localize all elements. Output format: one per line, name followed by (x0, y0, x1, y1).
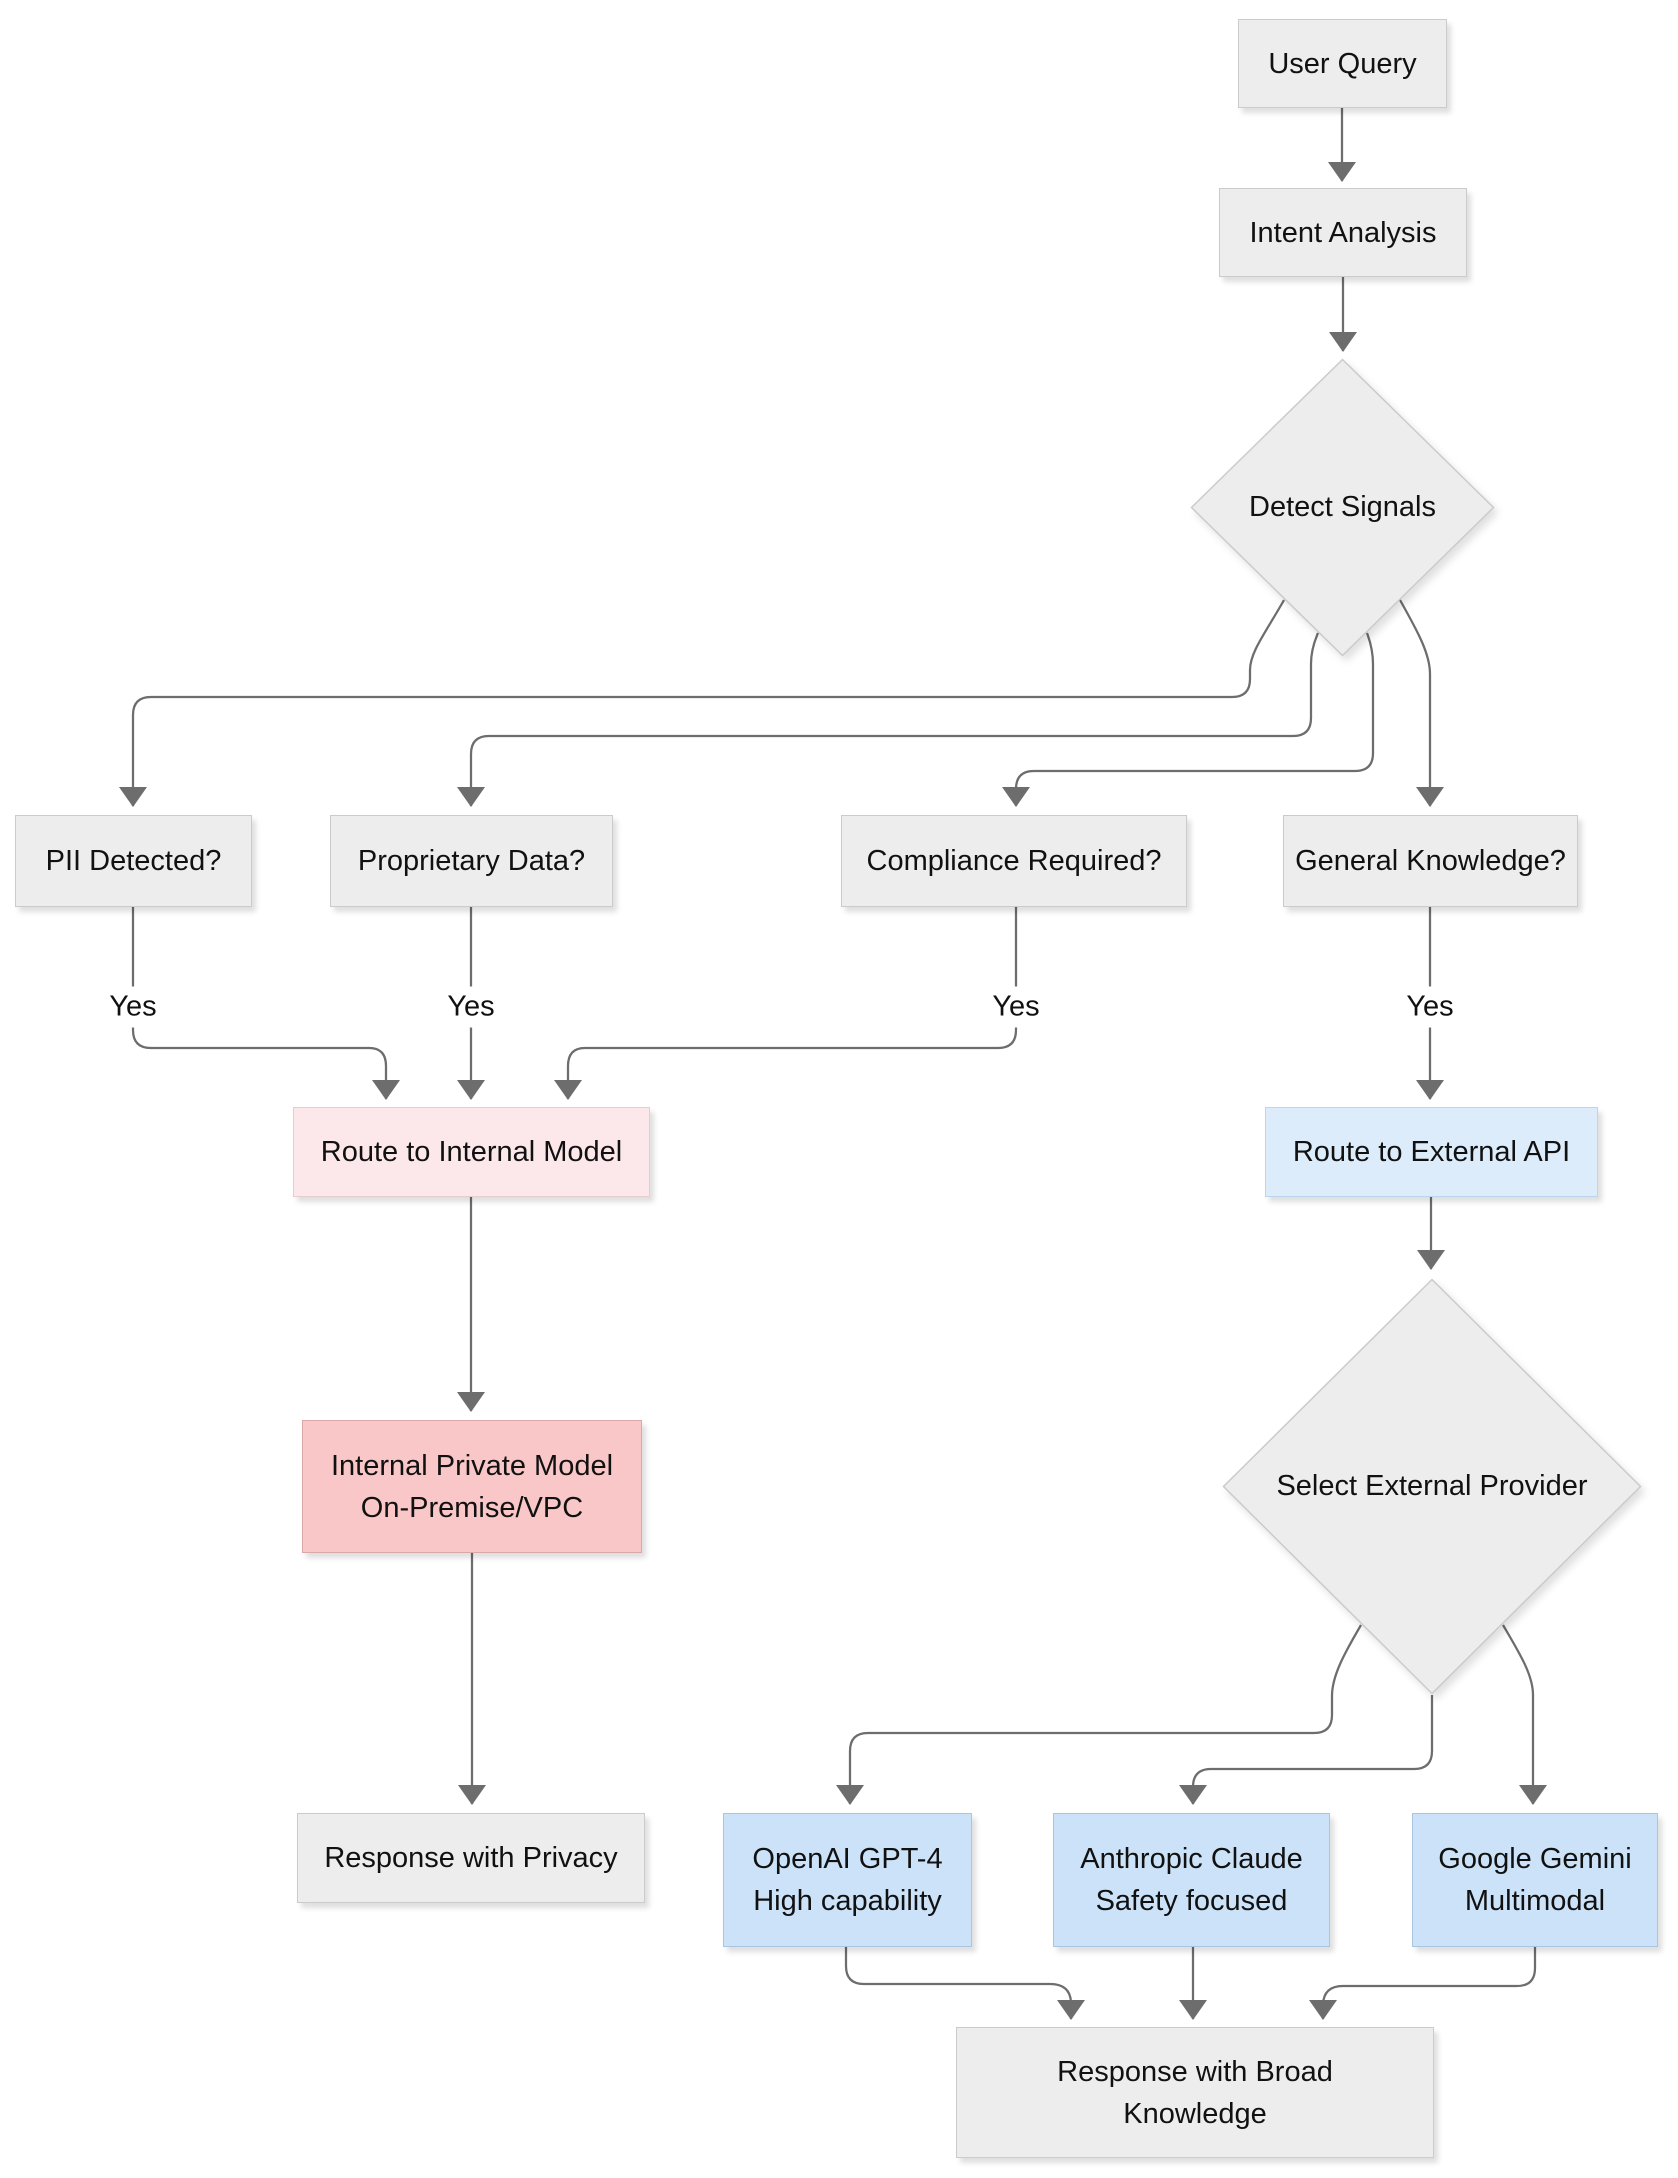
node-anthropic-claude-line2: Safety focused (1095, 1885, 1288, 1917)
edge-gemini-to-response-broad (1309, 1947, 1537, 2020)
node-general-knowledge-label: General Knowledge? (1295, 845, 1566, 877)
diamond-shape (1222, 1278, 1642, 1695)
node-select-external-provider: Select External Provider (1222, 1278, 1642, 1695)
edge-detect-to-general (1399, 599, 1444, 807)
node-route-external-api: Route to External API (1265, 1107, 1598, 1197)
node-anthropic-claude: Anthropic Claude Safety focused (1053, 1813, 1330, 1947)
edge-detect-to-pii (119, 599, 1285, 807)
node-proprietary-data: Proprietary Data? (330, 815, 613, 907)
node-response-broad-knowledge-line1: Response with Broad (1057, 2055, 1333, 2088)
edge-select-to-openai (836, 1624, 1362, 1805)
node-openai-gpt4-text: OpenAI GPT-4 High capability (752, 1838, 942, 1922)
node-intent-analysis-label: Intent Analysis (1249, 216, 1437, 249)
edge-label-yes-pii: Yes (99, 986, 167, 1028)
node-response-with-privacy-label: Response with Privacy (324, 1842, 618, 1874)
diamond-shape (1190, 358, 1495, 657)
edge-label-yes-proprietary: Yes (437, 986, 505, 1028)
node-anthropic-claude-text: Anthropic Claude Safety focused (1080, 1838, 1302, 1922)
node-intent-analysis: Intent Analysis (1219, 188, 1467, 277)
node-route-external-api-label: Route to External API (1292, 1136, 1571, 1168)
edge-label-yes-compliance: Yes (982, 986, 1050, 1028)
node-response-broad-knowledge: Response with Broad Knowledge (956, 2027, 1434, 2158)
node-user-query-label: User Query (1268, 47, 1417, 80)
node-anthropic-claude-line1: Anthropic Claude (1080, 1843, 1303, 1875)
node-internal-private-model-line2: On-Premise/VPC (360, 1491, 584, 1524)
node-internal-private-model: Internal Private Model On-Premise/VPC (302, 1420, 642, 1553)
edge-pii-to-route-internal (131, 907, 400, 1100)
node-google-gemini-line1: Google Gemini (1438, 1843, 1632, 1875)
node-general-knowledge: General Knowledge? (1283, 815, 1578, 907)
node-google-gemini-text: Google Gemini Multimodal (1438, 1838, 1631, 1922)
edge-detect-to-proprietary (457, 632, 1320, 807)
node-internal-private-model-line1: Internal Private Model (330, 1449, 614, 1482)
node-response-with-privacy: Response with Privacy (297, 1813, 645, 1903)
node-internal-private-model-text: Internal Private Model On-Premise/VPC (331, 1445, 613, 1529)
node-pii-detected-label: PII Detected? (45, 845, 222, 877)
node-google-gemini: Google Gemini Multimodal (1412, 1813, 1658, 1947)
node-response-broad-knowledge-text: Response with Broad Knowledge (1057, 2051, 1333, 2135)
node-select-external-provider-label: Select External Provider (1276, 1470, 1588, 1502)
node-pii-detected: PII Detected? (15, 815, 252, 907)
node-openai-gpt4-line2: High capability (753, 1885, 942, 1917)
node-openai-gpt4-line1: OpenAI GPT-4 (752, 1843, 943, 1875)
node-response-broad-knowledge-line2: Knowledge (1123, 2097, 1267, 2130)
edge-label-yes-general: Yes (1396, 986, 1464, 1028)
node-detect-signals: Detect Signals (1190, 358, 1495, 657)
node-proprietary-data-label: Proprietary Data? (357, 845, 586, 877)
node-compliance-required-label: Compliance Required? (866, 845, 1162, 877)
edge-select-to-anthropic (1179, 1695, 1434, 1805)
node-user-query: User Query (1238, 19, 1447, 108)
node-route-internal-model: Route to Internal Model (293, 1107, 650, 1197)
node-google-gemini-line2: Multimodal (1464, 1885, 1606, 1917)
node-route-internal-model-label: Route to Internal Model (320, 1136, 623, 1168)
edge-openai-to-response-broad (844, 1947, 1085, 2020)
edge-compliance-to-route-internal (554, 907, 1018, 1100)
node-compliance-required: Compliance Required? (841, 815, 1187, 907)
node-detect-signals-label: Detect Signals (1249, 491, 1436, 523)
edge-select-to-gemini (1502, 1624, 1547, 1805)
node-openai-gpt4: OpenAI GPT-4 High capability (723, 1813, 972, 1947)
edge-detect-to-compliance (1002, 632, 1375, 807)
